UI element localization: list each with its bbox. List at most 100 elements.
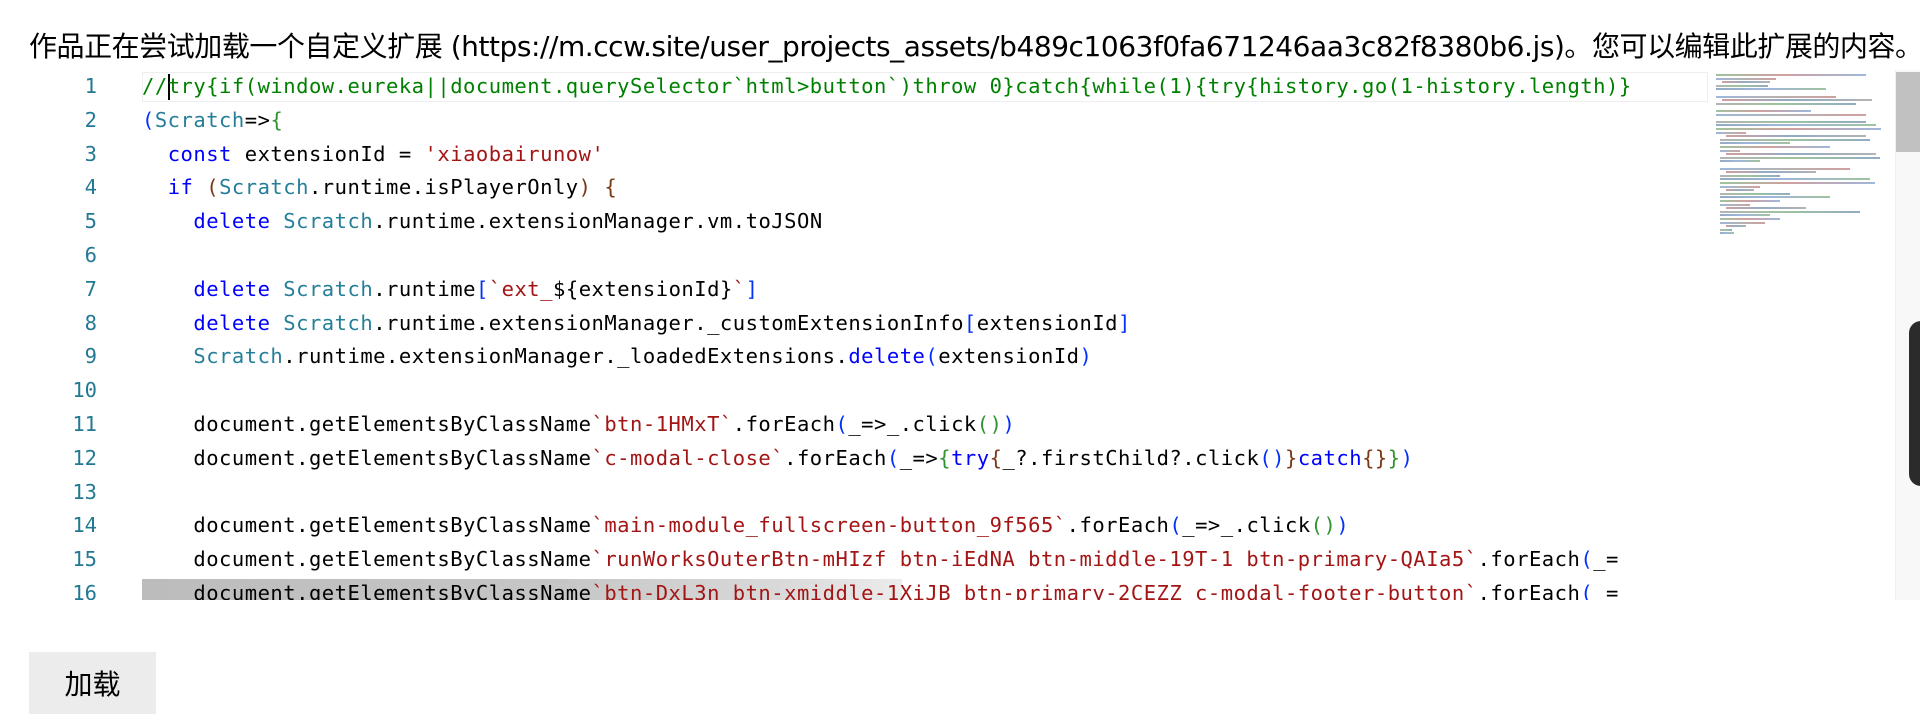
minimap-line bbox=[1716, 102, 1856, 105]
text-cursor bbox=[168, 74, 170, 100]
minimap-line bbox=[1720, 142, 1790, 145]
minimap-line bbox=[1720, 218, 1780, 220]
code-token bbox=[142, 142, 168, 166]
line-number: 9 bbox=[84, 344, 97, 369]
code-token: ${ bbox=[553, 276, 579, 301]
code-token: `btn-DxL3n btn-xmiddle-1XiJB btn-primary… bbox=[591, 581, 1478, 600]
line-number: 1 bbox=[84, 74, 97, 98]
code-token: _=>_.click bbox=[1182, 513, 1311, 538]
minimap-line bbox=[1720, 200, 1780, 202]
code-line: document.getElementsByClassName`main-mod… bbox=[142, 509, 1349, 543]
minimap-line bbox=[1720, 178, 1870, 181]
code-line: delete Scratch.runtime[`ext_${extensionI… bbox=[142, 273, 758, 307]
minimap-line bbox=[1720, 203, 1750, 206]
code-token: Scratch bbox=[219, 175, 309, 200]
minimap-line bbox=[1716, 113, 1866, 116]
minimap-line bbox=[1726, 135, 1866, 138]
code-token: Scratch bbox=[283, 276, 374, 301]
code-token: document.getElementsByClassName bbox=[142, 581, 592, 600]
minimap-line bbox=[1720, 138, 1870, 141]
code-token bbox=[592, 175, 605, 199]
minimap-line bbox=[1716, 128, 1881, 130]
code-token: .forEach bbox=[1066, 513, 1170, 538]
code-token: .runtime.extensionManager._loadedExtensi… bbox=[283, 344, 849, 369]
code-token: Scratch bbox=[193, 344, 284, 369]
side-edge-tab[interactable] bbox=[1909, 321, 1920, 486]
line-number: 5 bbox=[84, 209, 97, 234]
code-token: delete bbox=[848, 344, 926, 369]
code-token: extensionId bbox=[938, 344, 1080, 369]
code-token: 'xiaobairunow' bbox=[424, 141, 605, 166]
minimap-line bbox=[1716, 110, 1811, 112]
code-token: try{if(window.eureka||document.querySele… bbox=[167, 74, 1632, 98]
minimap-line bbox=[1720, 192, 1790, 195]
code-token: ) bbox=[1079, 344, 1093, 369]
minimap-line bbox=[1720, 156, 1880, 159]
text-selection bbox=[142, 579, 902, 600]
code-token: ( bbox=[835, 412, 849, 436]
code-token: document.getElementsByClassName bbox=[142, 412, 592, 436]
code-token: .forEach bbox=[1477, 581, 1581, 600]
minimap-line bbox=[1716, 77, 1776, 80]
vertical-scrollbar-thumb[interactable] bbox=[1896, 72, 1920, 152]
code-token: () bbox=[976, 412, 1003, 436]
code-token: () bbox=[1259, 445, 1285, 470]
code-token: _=> bbox=[899, 445, 939, 470]
code-token: _=>_.click bbox=[848, 412, 977, 436]
code-token: `ext_ bbox=[488, 276, 553, 301]
code-token: .runtime.isPlayerOnly bbox=[308, 175, 579, 200]
minimap-line bbox=[1720, 221, 1765, 224]
code-token: extensionId = bbox=[231, 141, 425, 166]
minimap-line bbox=[1722, 81, 1770, 84]
code-token bbox=[142, 209, 193, 233]
minimap-line bbox=[1726, 171, 1816, 174]
code-token: = bbox=[1593, 581, 1619, 600]
code-token: ] bbox=[745, 276, 759, 301]
minimap-line bbox=[1720, 149, 1740, 152]
code-token: ( bbox=[1169, 513, 1183, 538]
minimap-line bbox=[1720, 214, 1770, 217]
code-line: delete Scratch.runtime.extensionManager.… bbox=[142, 205, 823, 239]
minimap[interactable] bbox=[1710, 70, 1895, 600]
minimap-line bbox=[1720, 232, 1734, 235]
code-token bbox=[142, 175, 168, 199]
code-line: document.getElementsByClassName`c-modal-… bbox=[142, 442, 1413, 476]
line-number: 6 bbox=[84, 243, 97, 267]
code-token: extensionId bbox=[578, 276, 720, 301]
code-token: ) bbox=[1002, 412, 1016, 436]
minimap-line bbox=[1720, 160, 1760, 163]
minimap-line bbox=[1720, 182, 1875, 184]
code-line: //try{if(window.eureka||document.querySe… bbox=[142, 70, 1632, 104]
minimap-line bbox=[1722, 99, 1872, 102]
code-text-area[interactable]: //try{if(window.eureka||document.querySe… bbox=[142, 70, 1708, 600]
line-number: 13 bbox=[72, 479, 97, 504]
code-token: } bbox=[719, 276, 733, 301]
code-line: document.getElementsByClassName`btn-1HMx… bbox=[142, 408, 1015, 442]
minimap-line bbox=[1720, 174, 1780, 177]
minimap-line bbox=[1716, 124, 1876, 127]
code-token: ` bbox=[732, 276, 746, 301]
code-token: ( bbox=[925, 344, 939, 369]
code-token: ) bbox=[1400, 445, 1414, 470]
code-line: const extensionId = 'xiaobairunow' bbox=[142, 138, 604, 172]
code-token bbox=[142, 277, 193, 301]
code-token: .forEach bbox=[1477, 547, 1581, 572]
code-token: ) bbox=[1336, 513, 1350, 538]
code-token: try bbox=[951, 445, 990, 470]
minimap-line bbox=[1720, 185, 1760, 188]
minimap-line bbox=[1716, 95, 1836, 98]
code-token bbox=[142, 344, 193, 368]
line-number: 7 bbox=[84, 276, 97, 301]
code-token: Scratch bbox=[283, 310, 374, 335]
minimap-line bbox=[1720, 167, 1850, 170]
load-button[interactable]: 加载 bbox=[29, 652, 156, 714]
code-token bbox=[270, 277, 283, 301]
line-number: 12 bbox=[72, 445, 97, 470]
code-token: { bbox=[938, 445, 952, 470]
code-token: ] bbox=[1118, 310, 1131, 335]
code-token: } bbox=[1285, 445, 1298, 470]
line-number: 14 bbox=[72, 513, 97, 538]
code-token: const bbox=[167, 141, 232, 166]
